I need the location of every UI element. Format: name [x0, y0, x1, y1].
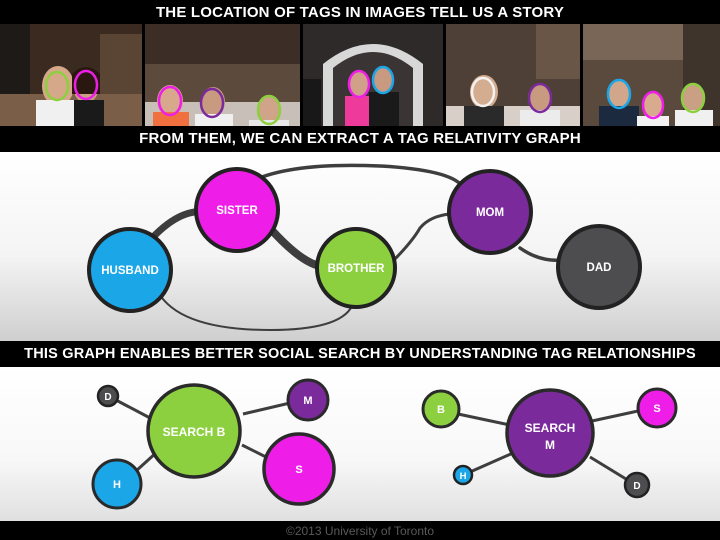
search-b-cluster: SEARCH B D M H S: [91, 378, 336, 510]
photo-3: [303, 24, 443, 126]
tag-relativity-graph: HUSBAND SISTER BROTHER MOM DAD: [0, 152, 720, 341]
middle-banner: FROM THEM, WE CAN EXTRACT A TAG RELATIVI…: [139, 130, 581, 147]
photo-1: [0, 24, 142, 126]
search-b-node: [146, 383, 242, 479]
search-b-label: SEARCH B: [163, 425, 226, 439]
search-b-d-label: D: [104, 392, 111, 403]
search-m-node: [505, 388, 595, 478]
photo-4: [446, 24, 580, 126]
edge-b-m: [242, 401, 291, 416]
search-b-s-label: S: [295, 464, 302, 476]
search-m-d-node: [623, 471, 651, 499]
node-mom-label: MOM: [476, 207, 504, 219]
node-dad-label: DAD: [587, 262, 612, 274]
search-m-s-node: [636, 387, 678, 429]
search-b-m-label: M: [303, 395, 312, 407]
edge-husband-brother: [157, 291, 353, 332]
search-m-s-label: S: [653, 403, 660, 415]
search-b-h-node: [91, 458, 143, 510]
search-m-cluster: SEARCH M B S H D: [421, 387, 678, 499]
edge-b-s: [241, 443, 269, 460]
photo-strip: [0, 24, 720, 126]
search-m-label-line1: SEARCH: [525, 421, 576, 435]
edge-m-d: [589, 455, 627, 481]
edge-m-h: [469, 451, 514, 474]
search-b-d-node: [96, 384, 120, 408]
node-sister-label: SISTER: [216, 205, 258, 217]
copyright-text: ©2013 University of Toronto: [285, 524, 435, 538]
photo-5: [583, 24, 720, 126]
node-brother-label: BROTHER: [328, 263, 386, 275]
search-m-label-line2: M: [545, 438, 555, 452]
edge-b-d: [113, 397, 153, 421]
search-m-d-label: D: [633, 481, 640, 492]
search-m-b-node: [421, 389, 461, 429]
edge-m-s: [591, 409, 639, 423]
edge-mom-dad: [518, 246, 564, 262]
search-m-h-node: [452, 464, 474, 486]
social-search-examples: SEARCH B D M H S SEARCH M B S: [0, 367, 720, 521]
node-husband: HUSBAND: [87, 227, 173, 313]
node-sister: SISTER: [194, 167, 280, 253]
search-b-s-node: [262, 432, 336, 506]
search-m-b-label: B: [437, 404, 445, 416]
node-mom: MOM: [447, 169, 533, 255]
node-husband-label: HUSBAND: [101, 265, 159, 277]
edge-sister-mom: [248, 163, 464, 188]
search-b-h-label: H: [113, 479, 121, 491]
edge-sister-brother: [264, 222, 324, 270]
search-b-m-node: [286, 378, 330, 422]
search-m-h-label: H: [460, 471, 467, 482]
top-banner: THE LOCATION OF TAGS IN IMAGES TELL US A…: [155, 4, 565, 21]
node-dad: DAD: [556, 224, 642, 310]
edge-m-b: [457, 412, 511, 427]
bottom-banner: THIS GRAPH ENABLES BETTER SOCIAL SEARCH …: [24, 346, 696, 362]
edge-brother-mom: [390, 212, 452, 264]
photo-2: [145, 24, 300, 126]
node-brother: BROTHER: [315, 227, 397, 309]
